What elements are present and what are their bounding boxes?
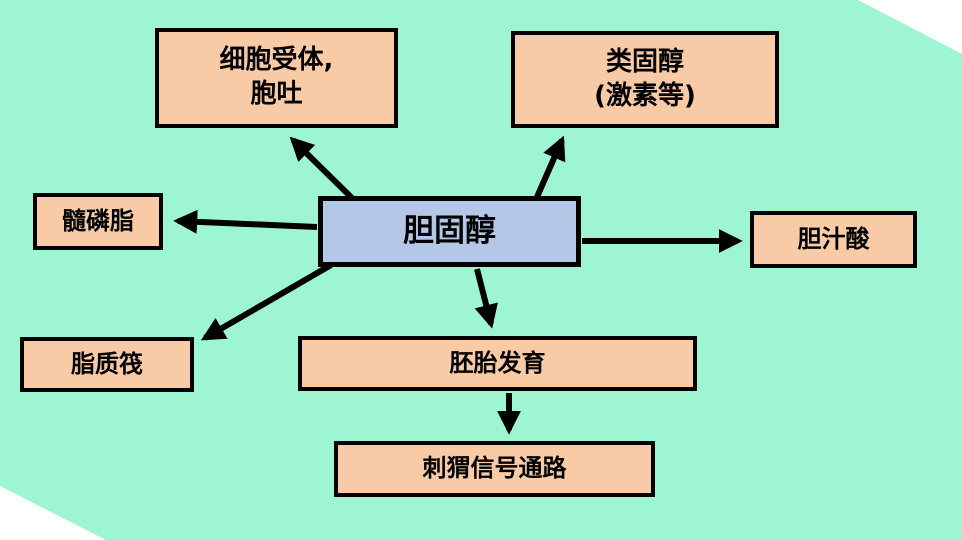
node-cell-receptor-label-line1: 细胞受体, (219, 45, 334, 76)
node-bile-acid: 胆汁酸 (750, 211, 917, 268)
node-lipid-raft-label: 脂质筏 (71, 349, 143, 378)
node-myelin: 髓磷脂 (33, 193, 163, 250)
node-embryo-development: 胚胎发育 (298, 336, 697, 391)
arrow-center-to-embryo (474, 268, 498, 329)
node-steroid-label-line2: (激素等) (594, 80, 696, 111)
node-myelin-label: 髓磷脂 (62, 206, 134, 235)
node-cholesterol-center: 胆固醇 (318, 196, 581, 267)
node-steroid: 类固醇 (激素等) (511, 31, 779, 128)
arrow-center-to-steroid (534, 135, 566, 199)
node-steroid-label-line1: 类固醇 (605, 46, 684, 77)
node-hedgehog-pathway-label: 刺猬信号通路 (422, 454, 567, 483)
node-bile-acid-label: 胆汁酸 (797, 224, 870, 253)
corner-wedge-top-right (858, 0, 962, 54)
node-cell-receptor: 细胞受体, 胞吐 (155, 28, 398, 128)
arrow-center-to-cell-receptor (289, 136, 355, 201)
node-embryo-development-label: 胚胎发育 (449, 348, 546, 377)
corner-wedge-bottom-left (0, 486, 106, 540)
node-cell-receptor-label-line2: 胞吐 (250, 79, 303, 109)
arrow-center-to-lipid-raft (200, 262, 333, 341)
arrow-center-to-myelin (173, 209, 318, 234)
node-hedgehog-pathway: 刺猬信号通路 (334, 441, 655, 497)
node-cholesterol-label: 胆固醇 (403, 213, 496, 250)
node-lipid-raft: 脂质筏 (20, 337, 194, 392)
